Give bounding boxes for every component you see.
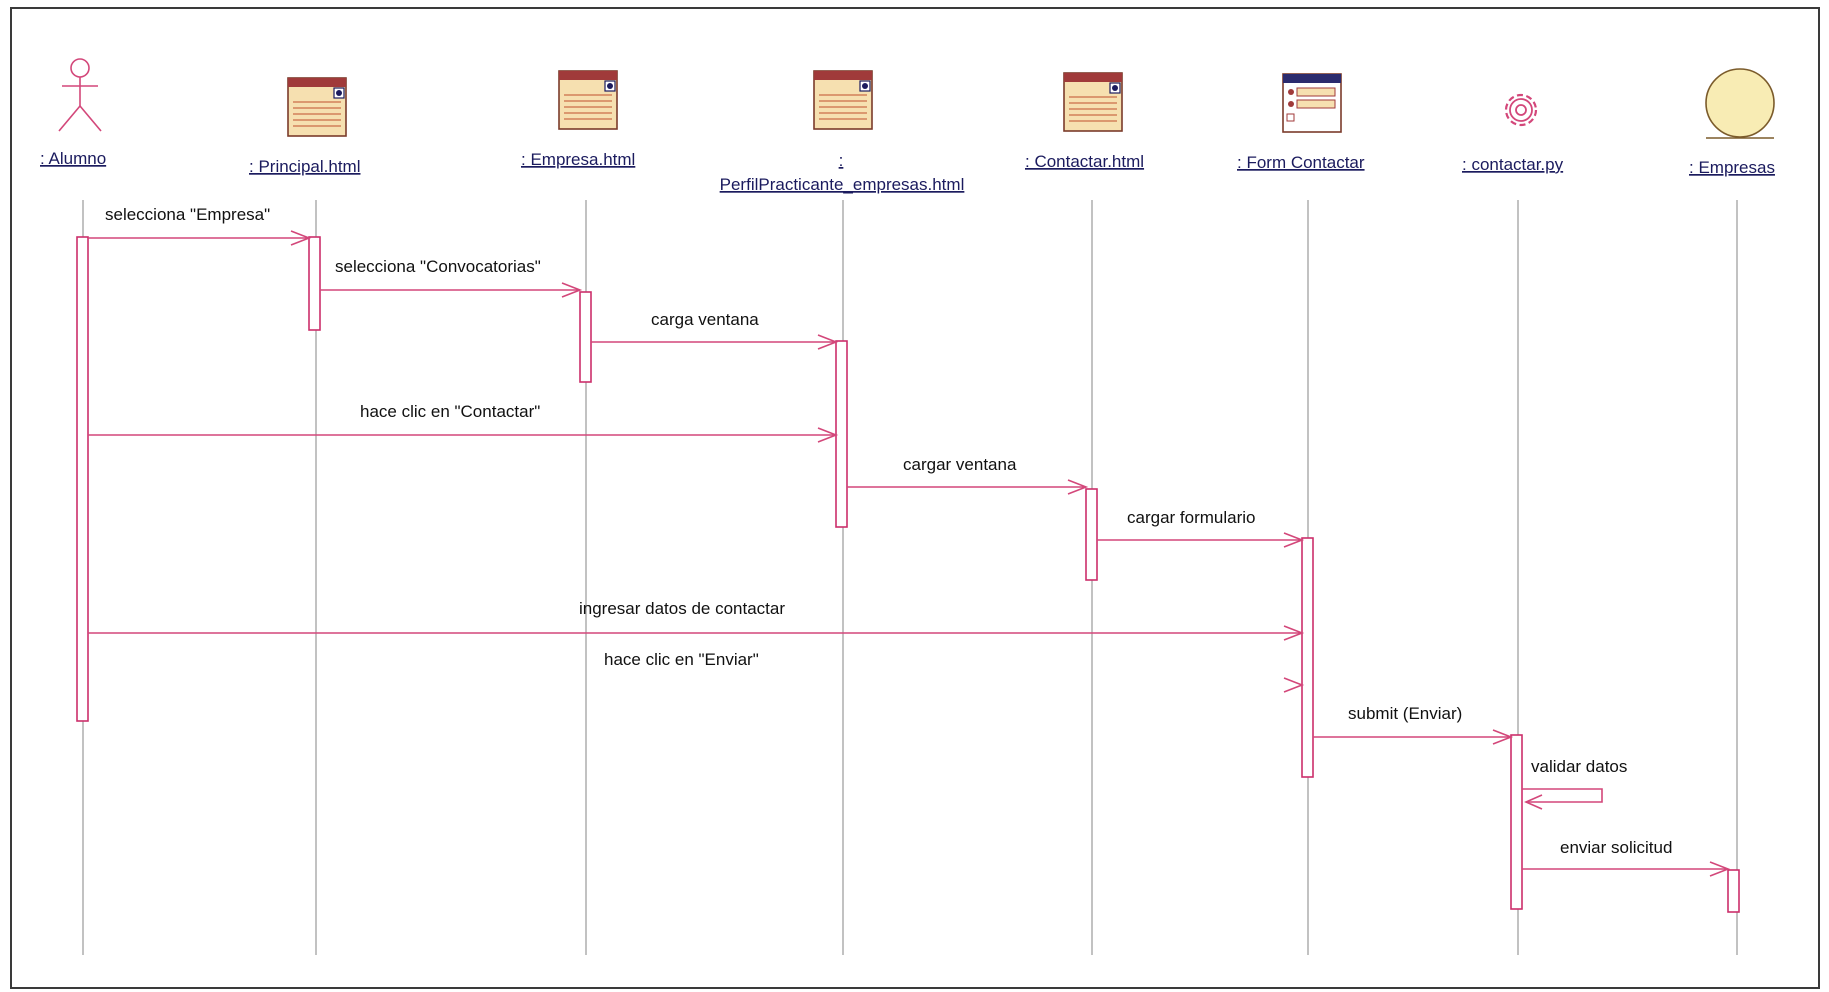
activation-form: [1301, 537, 1314, 778]
web-page-icon: [558, 70, 618, 130]
activation-py: [1510, 734, 1523, 910]
activation-contactar: [1085, 488, 1098, 581]
activation-empresa: [579, 291, 592, 383]
object-label-py: : contactar.py: [1462, 155, 1564, 174]
object-label-empresa: : Empresa.html: [521, 150, 635, 169]
message-ingresar-datos: ingresar datos de contactar: [88, 599, 1305, 641]
message-label: cargar formulario: [1127, 508, 1256, 527]
activation-perfil: [835, 340, 848, 528]
entity-icon: [1705, 68, 1775, 139]
object-label-empresas: : Empresas: [1689, 158, 1775, 177]
message-selecciona-empresa: selecciona "Empresa": [88, 205, 312, 246]
message-label: ingresar datos de contactar: [579, 599, 785, 618]
message-label: hace clic en "Enviar": [604, 650, 759, 669]
activation-empresas: [1727, 869, 1740, 913]
message-cargar-ventana: cargar ventana: [847, 455, 1089, 495]
object-label-perfil-name: PerfilPracticante_empresas.html: [720, 175, 965, 194]
message-label: enviar solicitud: [1560, 838, 1672, 857]
message-enviar-solicitud: enviar solicitud: [1522, 838, 1731, 877]
message-cargar-formulario: cargar formulario: [1097, 508, 1305, 548]
message-label: selecciona "Convocatorias": [335, 257, 541, 276]
actor-icon: [58, 58, 102, 132]
message-selecciona-convocatorias: selecciona "Convocatorias": [320, 257, 583, 298]
message-label: carga ventana: [651, 310, 759, 329]
object-label-perfil: :: [839, 151, 844, 170]
web-page-icon: [1063, 72, 1123, 132]
object-label-contactar: : Contactar.html: [1025, 152, 1144, 171]
activation-alumno: [76, 236, 89, 722]
object-label-alumno: : Alumno: [40, 149, 106, 168]
object-label-form: : Form Contactar: [1237, 153, 1365, 172]
object-label-principal: : Principal.html: [249, 157, 360, 176]
form-icon: [1282, 73, 1342, 133]
message-label: selecciona "Empresa": [105, 205, 270, 224]
message-carga-ventana: carga ventana: [591, 310, 839, 350]
activations: [76, 236, 1740, 913]
message-label: cargar ventana: [903, 455, 1017, 474]
message-label: validar datos: [1531, 757, 1627, 776]
web-page-icon: [813, 70, 873, 130]
message-validar-datos: validar datos: [1522, 757, 1627, 810]
activation-principal: [308, 236, 321, 331]
message-clic-contactar: hace clic en "Contactar": [88, 402, 839, 443]
message-label: submit (Enviar): [1348, 704, 1462, 723]
message-label: hace clic en "Contactar": [360, 402, 540, 421]
message-submit-enviar: submit (Enviar): [1313, 704, 1514, 745]
message-clic-enviar: hace clic en "Enviar": [604, 650, 1305, 693]
web-page-icon: [287, 77, 347, 137]
gear-icon: [1504, 93, 1538, 127]
